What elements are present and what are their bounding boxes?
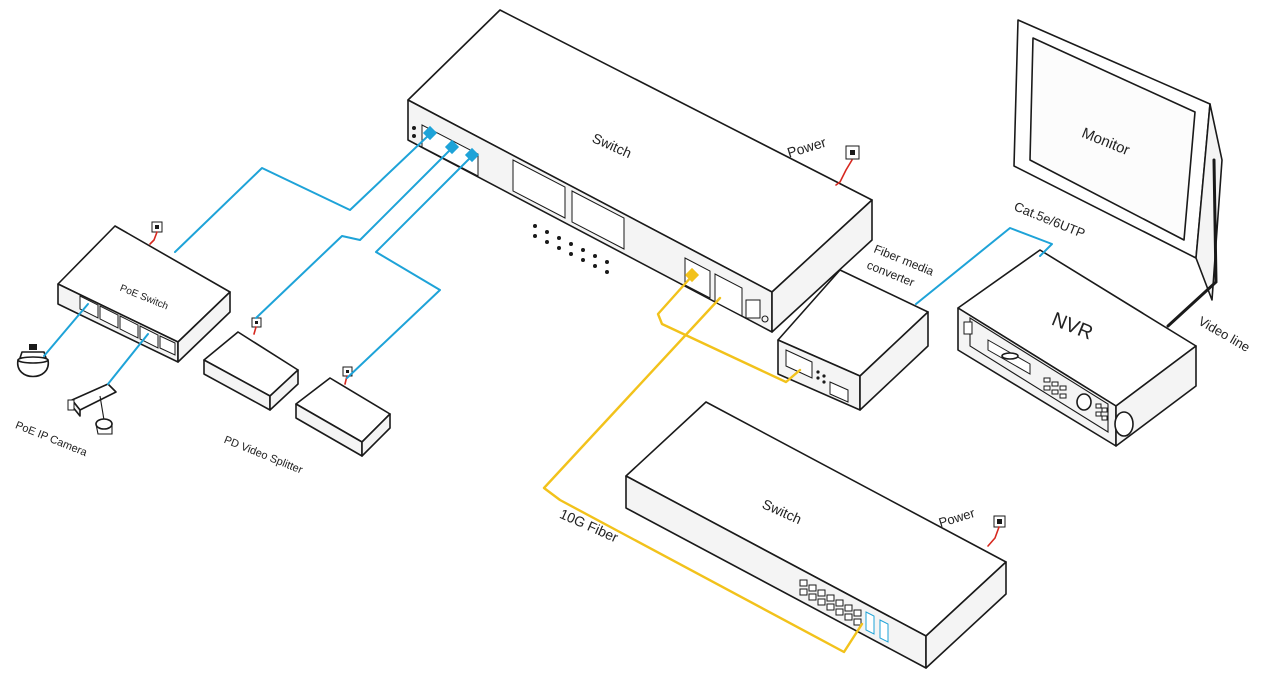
monitor: Monitor (1013, 19, 1223, 301)
pd-video-splitter-1 (203, 317, 299, 411)
cable-main-to-splitter-2 (346, 155, 473, 379)
pd-video-splitter-label: PD Video Splitter (222, 434, 304, 477)
dome-camera-icon (17, 344, 49, 378)
nvr-jog-dial-icon (1114, 411, 1134, 437)
fiber-main-to-converter (656, 274, 802, 384)
bottom-switch-power-cable (987, 526, 1000, 547)
cable-converter-to-nvr (915, 227, 1053, 305)
fiber-cables (542, 274, 864, 654)
pd-video-splitter-2 (295, 366, 391, 457)
yellow-port-markers (684, 267, 700, 283)
bottom-switch-power-label: Power (937, 505, 977, 530)
cat5e-6utp-label: Cat.5e/6UTP (1012, 199, 1087, 241)
cable-poe-to-bullet-camera (107, 333, 149, 385)
cable-main-to-poe-switch (174, 133, 431, 253)
nvr: NVR (957, 249, 1197, 447)
ethernet-cables (43, 133, 1053, 385)
poe-ip-camera-label: PoE IP Camera (14, 419, 90, 459)
cable-main-to-splitter-1 (255, 147, 453, 319)
nvr-knob-icon (1076, 393, 1092, 411)
nvr-buttons (1043, 377, 1108, 421)
bottom-switch: Switch Power (625, 401, 1007, 669)
splitter-1-power-cable (253, 326, 257, 335)
vent-dots (533, 224, 609, 274)
main-switch-power-cable (835, 159, 853, 186)
poe-switch: PoE Switch (57, 221, 231, 363)
video-line-label: Video line (1196, 313, 1253, 354)
fiber-media-converter (777, 269, 929, 411)
bottom-switch-ports (799, 579, 889, 643)
10g-fiber-label: 10G Fiber (557, 505, 621, 545)
blue-port-markers (422, 125, 480, 163)
main-switch-power-label: Power (785, 134, 828, 161)
cable-poe-to-dome-camera (43, 303, 89, 357)
fiber-10g-main-to-bottom-switch (542, 296, 864, 654)
video-line-cable (1166, 158, 1218, 328)
poe-switch-power-cable (149, 231, 158, 245)
main-switch: Switch Power (407, 9, 873, 333)
bullet-camera-icon (67, 383, 117, 435)
